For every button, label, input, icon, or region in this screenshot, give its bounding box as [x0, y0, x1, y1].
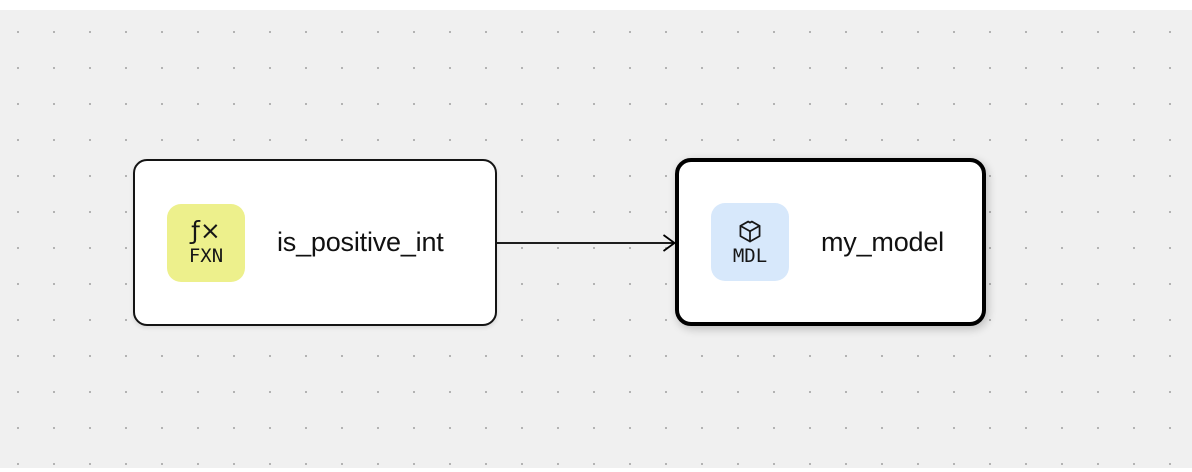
node-model[interactable]: MDL my_model: [675, 158, 986, 326]
function-badge-label: FXN: [188, 244, 224, 267]
bottom-margin-strip: [0, 468, 1192, 472]
edge-function-to-model[interactable]: [497, 231, 679, 255]
function-badge: ƒ× FXN: [167, 203, 245, 282]
top-margin-strip: [0, 0, 1192, 10]
model-badge: MDL: [711, 203, 789, 281]
cube-icon: [736, 217, 764, 245]
node-function-label: is_positive_int: [277, 227, 444, 257]
model-badge-label: MDL: [732, 244, 768, 267]
node-model-label: my_model: [821, 226, 944, 257]
node-function[interactable]: ƒ× FXN is_positive_int: [133, 159, 497, 326]
function-icon: ƒ×: [191, 216, 221, 246]
